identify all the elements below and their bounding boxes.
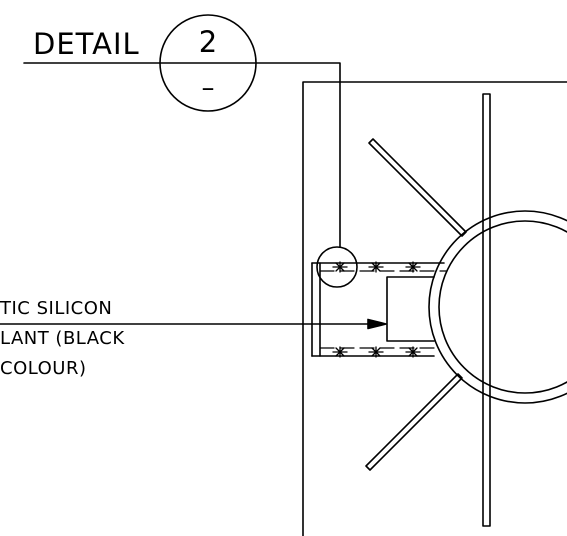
sealant-mark — [368, 261, 384, 273]
sealant-note: TIC SILICON LANT (BLACK COLOUR) — [0, 298, 125, 379]
sealant-mark — [405, 346, 421, 358]
diagonal-brace-lower — [365, 373, 463, 471]
note-arrowhead — [367, 318, 387, 330]
detail-tag-sheet: – — [202, 73, 215, 103]
detail-callout-circle — [316, 246, 358, 288]
diagonal-brace-upper — [368, 138, 467, 237]
note-line-2: LANT (BLACK — [0, 328, 125, 349]
sealant-mark — [332, 261, 348, 273]
note-line-1: TIC SILICON — [0, 298, 112, 319]
pipe-outer — [428, 210, 567, 404]
pipe-inner — [438, 220, 567, 394]
note-line-3: COLOUR) — [0, 358, 87, 379]
pipe-stub — [386, 276, 435, 342]
detail-leader-line — [255, 62, 341, 248]
sealant-markers-bottom — [332, 346, 421, 358]
detail-tag: DETAIL 2 – — [23, 14, 341, 248]
sealant-mark — [368, 346, 384, 358]
sealant-mark — [405, 261, 421, 273]
detail-tag-number: 2 — [199, 25, 217, 59]
sealant-mark — [332, 346, 348, 358]
detail-tag-title: DETAIL — [33, 27, 140, 61]
sealant-markers-top — [332, 261, 421, 273]
vertical-strap — [482, 93, 491, 527]
wall-panel-outline — [302, 81, 567, 536]
